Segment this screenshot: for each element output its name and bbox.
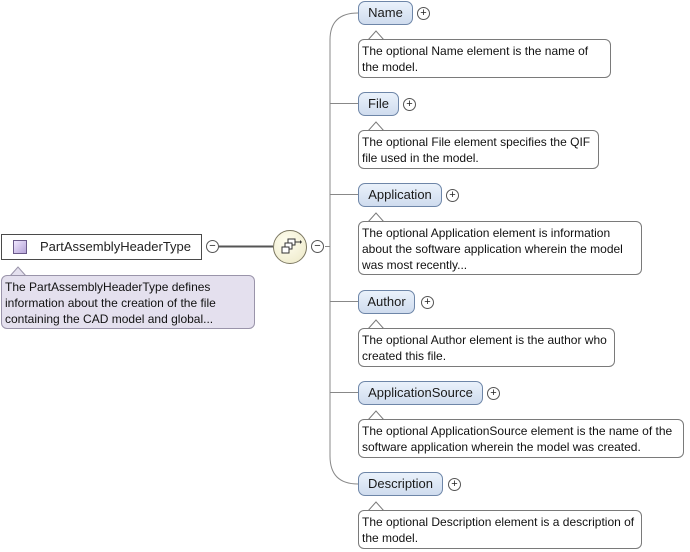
root-element-label: PartAssemblyHeaderType bbox=[40, 239, 192, 254]
expand-applicationsource-toggle[interactable]: + bbox=[487, 387, 500, 400]
doc-file: The optional File element specifies the … bbox=[358, 130, 599, 169]
expand-name-toggle[interactable]: + bbox=[417, 7, 430, 20]
root-element-box[interactable]: PartAssemblyHeaderType bbox=[1, 234, 202, 260]
doc-author: The optional Author element is the autho… bbox=[358, 328, 615, 367]
sequence-compositor[interactable] bbox=[273, 230, 307, 264]
compositor-collapse-toggle[interactable]: − bbox=[311, 240, 324, 253]
root-documentation: The PartAssemblyHeaderType defines infor… bbox=[1, 275, 255, 329]
doc-description: The optional Description element is a de… bbox=[358, 510, 642, 549]
element-applicationsource[interactable]: ApplicationSource bbox=[358, 381, 483, 405]
element-file[interactable]: File bbox=[358, 92, 399, 116]
expand-file-toggle[interactable]: + bbox=[403, 98, 416, 111]
element-description[interactable]: Description bbox=[358, 472, 443, 496]
doc-applicationsource: The optional ApplicationSource element i… bbox=[358, 419, 684, 458]
element-author[interactable]: Author bbox=[358, 290, 415, 314]
expand-author-toggle[interactable]: + bbox=[421, 296, 434, 309]
doc-application: The optional Application element is info… bbox=[358, 221, 642, 275]
sequence-icon bbox=[281, 238, 302, 254]
expand-application-toggle[interactable]: + bbox=[446, 189, 459, 202]
doc-name: The optional Name element is the name of… bbox=[358, 39, 611, 78]
element-name[interactable]: Name bbox=[358, 1, 413, 25]
element-application[interactable]: Application bbox=[358, 183, 442, 207]
complex-type-icon bbox=[13, 240, 27, 254]
root-collapse-toggle[interactable]: − bbox=[206, 240, 219, 253]
expand-description-toggle[interactable]: + bbox=[448, 478, 461, 491]
